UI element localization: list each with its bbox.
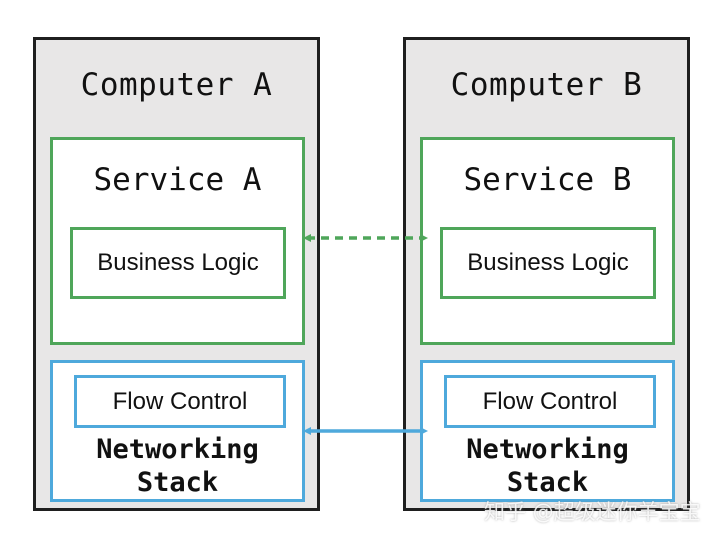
flow-control-a: Flow Control	[74, 375, 286, 428]
computer-a-box: Computer A Service A Business Logic Flow…	[33, 37, 320, 511]
flow-control-b: Flow Control	[444, 375, 656, 428]
business-logic-a: Business Logic	[70, 227, 286, 299]
service-b-title: Service B	[463, 162, 632, 198]
computer-b-title: Computer B	[450, 67, 643, 103]
networking-stack-b-label: Networking Stack	[466, 434, 629, 498]
service-a-title: Service A	[93, 162, 262, 198]
service-b-box: Service B Business Logic	[420, 137, 675, 345]
computer-a-title: Computer A	[80, 67, 273, 103]
computer-b-box: Computer B Service B Business Logic Flow…	[403, 37, 690, 511]
networking-stack-a-label: Networking Stack	[96, 434, 259, 498]
business-logic-b: Business Logic	[440, 227, 656, 299]
networking-stack-a-box: Flow Control Networking Stack	[50, 360, 305, 502]
watermark: 知乎 @超级迷你羊宝宝	[484, 500, 701, 524]
service-a-box: Service A Business Logic	[50, 137, 305, 345]
networking-stack-b-box: Flow Control Networking Stack	[420, 360, 675, 502]
